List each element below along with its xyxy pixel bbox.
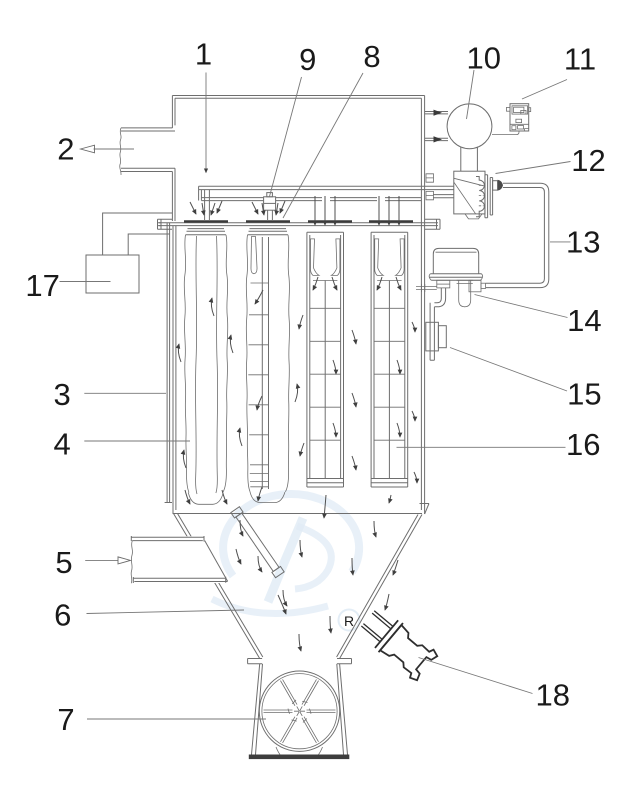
svg-text:7: 7 [57,702,74,737]
svg-text:4: 4 [53,426,70,461]
svg-text:12: 12 [571,143,605,178]
svg-text:8: 8 [363,39,380,74]
svg-text:13: 13 [566,225,600,260]
svg-text:1: 1 [195,36,212,71]
svg-text:3: 3 [53,377,70,412]
svg-text:2: 2 [57,132,74,167]
svg-text:14: 14 [567,303,601,338]
svg-text:17: 17 [25,268,59,303]
svg-text:R: R [344,613,354,629]
svg-text:15: 15 [567,377,601,412]
svg-text:6: 6 [54,598,71,633]
svg-text:11: 11 [564,42,596,77]
svg-text:5: 5 [55,545,72,580]
svg-text:18: 18 [536,678,570,713]
svg-text:10: 10 [467,41,501,76]
svg-text:16: 16 [566,427,600,462]
svg-text:9: 9 [299,42,316,77]
